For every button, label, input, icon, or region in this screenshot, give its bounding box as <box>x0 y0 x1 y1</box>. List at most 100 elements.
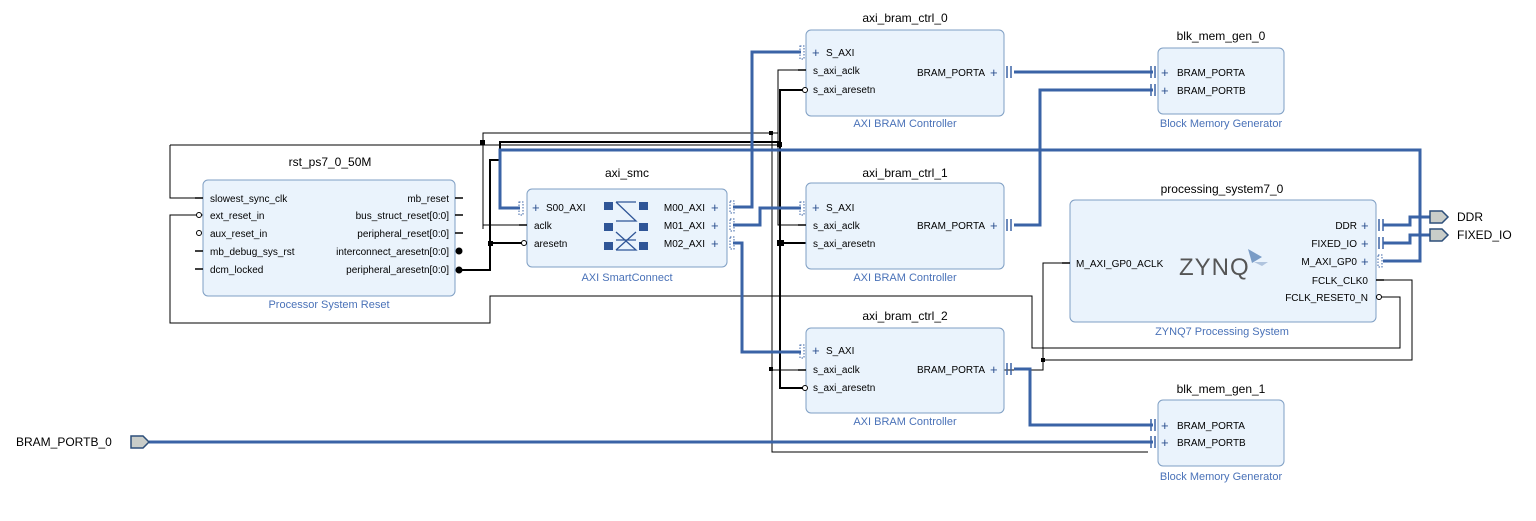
block-title: blk_mem_gen_0 <box>1177 29 1266 43</box>
block-title: axi_bram_ctrl_1 <box>862 166 948 180</box>
port-stubs <box>195 197 463 274</box>
block-type: Block Memory Generator <box>1160 471 1283 483</box>
port-ext-reset-in[interactable]: ext_reset_in <box>210 211 264 222</box>
block-axi-bram-ctrl-2[interactable]: axi_bram_ctrl_2 + S_AXI s_axi_aclk s_axi… <box>798 309 1012 428</box>
net-fclk-reset0-n[interactable] <box>169 214 1401 349</box>
svg-text:+: + <box>532 200 540 215</box>
port-bram-porta[interactable]: BRAM_PORTA <box>917 221 985 232</box>
zynq-logo: ZYNQ <box>1179 249 1268 281</box>
port-m02-axi[interactable]: M02_AXI <box>664 239 705 250</box>
block-title: blk_mem_gen_1 <box>1177 382 1266 396</box>
block-title: axi_smc <box>605 166 649 180</box>
svg-text:+: + <box>711 200 719 215</box>
port-fclk-clk0[interactable]: FCLK_CLK0 <box>1312 276 1369 287</box>
svg-text:+: + <box>990 65 998 80</box>
port-mb-reset[interactable]: mb_reset <box>407 194 449 205</box>
block-title: processing_system7_0 <box>1161 182 1284 196</box>
port-slowest-sync-clk[interactable]: slowest_sync_clk <box>210 194 288 205</box>
port-m-axi-gp0-aclk[interactable]: M_AXI_GP0_ACLK <box>1076 259 1164 270</box>
external-port-bram-portb-0[interactable]: BRAM_PORTB_0 <box>16 435 151 449</box>
port-dcm-locked[interactable]: dcm_locked <box>210 265 263 276</box>
port-aclk[interactable]: aclk <box>534 221 553 232</box>
external-port-label: BRAM_PORTB_0 <box>16 435 112 449</box>
block-type: AXI BRAM Controller <box>853 118 957 130</box>
bus-m01-axi[interactable] <box>733 206 801 227</box>
port-peripheral-reset[interactable]: peripheral_reset[0:0] <box>357 229 449 240</box>
bus-bram1-porta[interactable] <box>1014 88 1153 227</box>
bus-m02-axi[interactable] <box>733 241 801 354</box>
block-axi-bram-ctrl-0[interactable]: axi_bram_ctrl_0 + S_AXI s_axi_aclk s_axi… <box>798 11 1012 130</box>
bus-m-axi-gp0[interactable] <box>498 148 1422 263</box>
svg-text:+: + <box>1161 83 1169 98</box>
block-processing-system7-0[interactable]: processing_system7_0 M_AXI_GP0_ACLK ZYNQ… <box>1062 182 1384 338</box>
svg-text:+: + <box>990 218 998 233</box>
block-type: AXI SmartConnect <box>581 272 672 284</box>
port-bram-porta[interactable]: BRAM_PORTA <box>1177 68 1245 79</box>
svg-text:+: + <box>812 343 820 358</box>
block-rst-ps7-0-50m[interactable]: rst_ps7_0_50M slowest_sync_clk ext_reset… <box>195 155 463 311</box>
port-s-axi[interactable]: S_AXI <box>826 48 854 59</box>
block-title: rst_ps7_0_50M <box>289 155 372 169</box>
port-bram-portb[interactable]: BRAM_PORTB <box>1177 438 1246 449</box>
block-axi-bram-ctrl-1[interactable]: axi_bram_ctrl_1 + S_AXI s_axi_aclk s_axi… <box>777 166 1012 284</box>
svg-text:+: + <box>1161 418 1169 433</box>
port-bram-porta[interactable]: BRAM_PORTA <box>1177 421 1245 432</box>
bus-ddr[interactable] <box>1383 215 1430 227</box>
block-type: ZYNQ7 Processing System <box>1155 326 1289 338</box>
port-stubs <box>518 200 735 250</box>
port-s-axi-aresetn[interactable]: s_axi_aresetn <box>813 239 875 250</box>
port-interconnect-aresetn[interactable]: interconnect_aresetn[0:0] <box>336 247 449 258</box>
port-s-axi[interactable]: S_AXI <box>826 346 854 357</box>
svg-text:+: + <box>711 218 719 233</box>
port-fixed-io[interactable]: FIXED_IO <box>1311 239 1357 250</box>
external-port-ddr[interactable]: DDR <box>1429 210 1483 224</box>
bus-m00-axi[interactable] <box>733 50 801 209</box>
port-bram-porta[interactable]: BRAM_PORTA <box>917 68 985 79</box>
block-type: AXI BRAM Controller <box>853 272 957 284</box>
port-s00-axi[interactable]: S00_AXI <box>546 203 585 214</box>
block-blk-mem-gen-0[interactable]: blk_mem_gen_0 + + BRAM_PORTA BRAM_PORTB … <box>1150 29 1285 130</box>
port-s-axi-aclk[interactable]: s_axi_aclk <box>813 221 861 232</box>
svg-text:+: + <box>1361 236 1369 251</box>
svg-text:+: + <box>1161 65 1169 80</box>
bus-fixed-io[interactable] <box>1383 233 1430 245</box>
svg-text:+: + <box>990 362 998 377</box>
net-peripheral-aresetn[interactable] <box>457 89 806 389</box>
block-type: AXI BRAM Controller <box>853 416 957 428</box>
port-bram-portb[interactable]: BRAM_PORTB <box>1177 86 1246 97</box>
svg-text:+: + <box>812 45 820 60</box>
port-m00-axi[interactable]: M00_AXI <box>664 203 705 214</box>
block-axi-smc[interactable]: axi_smc + S00_AXI aclk aresetn M00_AXI M… <box>518 166 735 284</box>
svg-text:+: + <box>1361 218 1369 233</box>
port-mb-debug-sys-rst[interactable]: mb_debug_sys_rst <box>210 247 295 258</box>
external-port-label: FIXED_IO <box>1457 228 1512 242</box>
port-s-axi[interactable]: S_AXI <box>826 203 854 214</box>
port-s-axi-aresetn[interactable]: s_axi_aresetn <box>813 85 875 96</box>
external-port-label: DDR <box>1457 210 1483 224</box>
port-s-axi-aresetn[interactable]: s_axi_aresetn <box>813 383 875 394</box>
port-arrow-icon <box>1429 228 1450 242</box>
port-fclk-reset0-n[interactable]: FCLK_RESET0_N <box>1285 293 1368 304</box>
bus-bram2-porta[interactable] <box>1014 367 1153 427</box>
svg-text:+: + <box>812 200 820 215</box>
port-m-axi-gp0[interactable]: M_AXI_GP0 <box>1301 257 1357 268</box>
port-aresetn[interactable]: aresetn <box>534 239 567 250</box>
svg-text:+: + <box>711 236 719 251</box>
port-ddr[interactable]: DDR <box>1335 221 1357 232</box>
port-aux-reset-in[interactable]: aux_reset_in <box>210 229 267 240</box>
port-arrow-icon <box>130 435 151 449</box>
block-blk-mem-gen-1[interactable]: blk_mem_gen_1 + + BRAM_PORTA BRAM_PORTB … <box>1150 382 1285 483</box>
external-port-fixed-io[interactable]: FIXED_IO <box>1429 228 1512 242</box>
svg-text:+: + <box>1361 254 1369 269</box>
block-title: axi_bram_ctrl_2 <box>862 309 948 323</box>
port-bus-struct-reset[interactable]: bus_struct_reset[0:0] <box>356 211 450 222</box>
port-s-axi-aclk[interactable]: s_axi_aclk <box>813 66 861 77</box>
port-arrow-icon <box>1429 210 1450 224</box>
port-peripheral-aresetn[interactable]: peripheral_aresetn[0:0] <box>346 265 449 276</box>
svg-text:ZYNQ: ZYNQ <box>1179 254 1250 281</box>
port-m01-axi[interactable]: M01_AXI <box>664 221 705 232</box>
block-type: Block Memory Generator <box>1160 118 1283 130</box>
port-s-axi-aclk[interactable]: s_axi_aclk <box>813 365 861 376</box>
port-bram-porta[interactable]: BRAM_PORTA <box>917 365 985 376</box>
